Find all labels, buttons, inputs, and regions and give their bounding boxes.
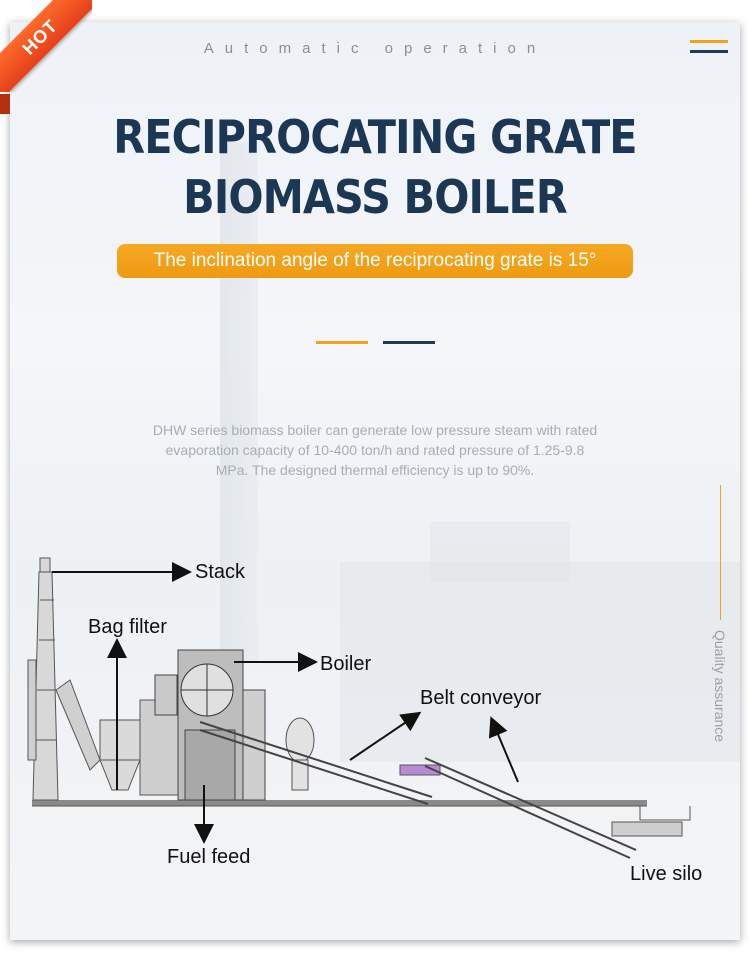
divider-orange	[316, 341, 368, 344]
menu-icon[interactable]	[690, 40, 728, 60]
highlight-badge: The inclination angle of the reciprocati…	[117, 244, 633, 278]
label-stack: Stack	[195, 561, 246, 583]
hot-badge: HOT	[0, 0, 92, 92]
side-accent-line	[720, 485, 721, 620]
label-belt-conveyor: Belt conveyor	[420, 687, 542, 709]
live-silo-structure	[600, 805, 691, 837]
label-bag-filter: Bag filter	[88, 616, 167, 638]
bag-filter-structure	[99, 699, 179, 796]
page-title-line1: RECIPROCATING GRATE	[113, 110, 637, 164]
page-title-line2: BIOMASS BOILER	[183, 170, 568, 224]
label-boiler: Boiler	[320, 653, 371, 675]
background-chimney	[220, 142, 258, 662]
ground	[32, 800, 647, 807]
hot-badge-label: HOT	[0, 0, 92, 92]
belt-conveyor-arrow-left	[349, 711, 422, 761]
stack-structure	[27, 557, 59, 801]
screen-unit	[399, 764, 441, 776]
flue-duct	[55, 679, 101, 771]
side-label: Quality assurance	[712, 630, 728, 743]
label-live-silo: Live silo	[630, 863, 702, 885]
tagline: Automatic operation	[203, 40, 547, 57]
belt-conveyor-arrow-right	[488, 716, 519, 783]
label-fuel-feed: Fuel feed	[167, 846, 250, 868]
conveyor-lower	[424, 757, 637, 859]
hot-badge-fold	[0, 94, 10, 114]
description: DHW series biomass boiler can generate l…	[152, 422, 598, 478]
conveyor-upper	[199, 721, 433, 805]
divider-navy	[383, 341, 435, 344]
tank	[285, 717, 315, 791]
